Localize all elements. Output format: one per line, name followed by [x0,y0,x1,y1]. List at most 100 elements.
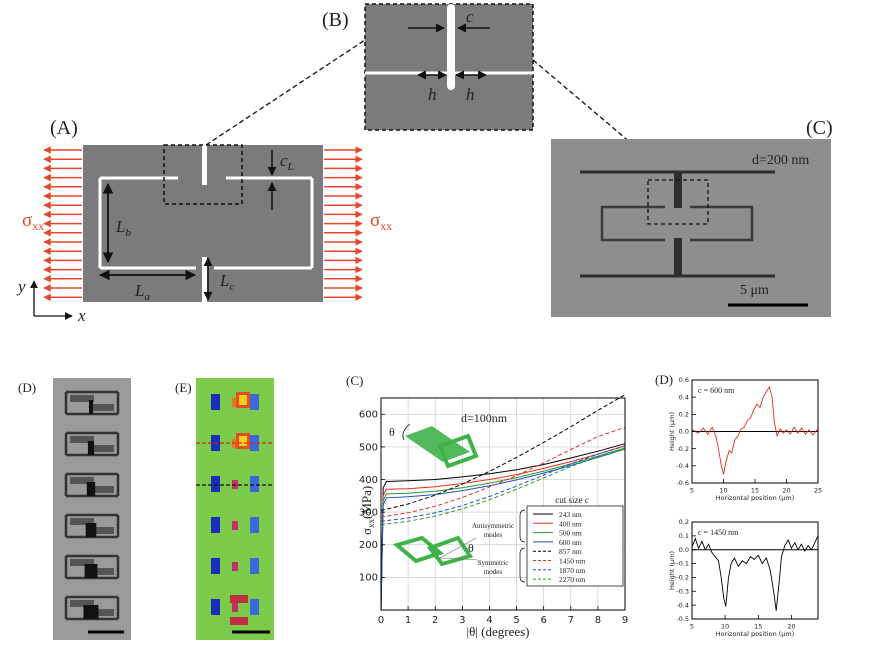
x-tick-label: 5 [513,615,519,626]
strip-cut [86,482,96,496]
x-tick-label: 1 [405,615,411,626]
legend-bracket [519,509,526,543]
y-tick-label: -0.2 [676,445,689,453]
x-tick-label: 15 [754,623,762,631]
panel-e-heightmap: (E) [175,378,274,640]
map-blue-patch [211,394,220,410]
strip-frame [64,513,120,539]
profile-x-label: Horizontal position (μm) [716,494,795,502]
map-blue-patch [211,476,220,492]
x-tick-label: 20 [787,623,795,631]
bottom-cut [202,257,207,302]
map-red-patch [230,595,248,603]
strip-cell [90,527,114,534]
strip-cell [70,436,94,443]
legend-label: 1450 nm [559,557,586,566]
strip-cut [87,441,95,455]
sem-thickness: d=200 nm [752,153,809,168]
panel-e-label: (E) [175,380,192,395]
map-blue-patch [211,517,220,533]
series-line [380,448,626,525]
left-stress-arrows [43,146,82,301]
top-cut [202,145,207,185]
x-tick-label: 3 [459,615,465,626]
sem-scale-label: 5 μm [740,283,769,298]
x-tick-label: 4 [486,615,492,626]
map-blue-patch [250,599,259,615]
map-blue-patch [211,599,220,615]
strip-cell [70,395,94,402]
y-tick-label: -0.5 [676,615,689,623]
series-line [380,443,626,611]
map-blue-patch [250,435,259,451]
legend-label: 243 nm [559,510,582,519]
series-line [691,385,819,475]
b-c-label: c [466,7,474,26]
right-stress-arrows [324,146,363,301]
y-tick-label: 0.1 [679,532,689,540]
x-tick-label: 8 [595,615,601,626]
legend-label: 1870 nm [559,566,586,575]
series-line [380,394,626,511]
sigma-right: σxx [370,210,392,233]
strip-structures [64,390,120,621]
sem-zoom-box [647,179,709,225]
y-tick-label: 0.0 [679,428,689,436]
theta-arc [402,423,411,441]
x-tick-label: 5 [690,623,694,631]
strip-cell [70,559,94,566]
profile-y-label: Height (μm) [668,412,676,451]
legend-box [526,505,624,587]
profile-title: c = 1450 nm [698,528,739,537]
series-line [691,535,819,611]
legend-group-label: Antisymmetric [472,522,514,530]
panel-b-label: (B) [322,9,349,31]
legend-label: 857 nm [559,547,582,556]
strip-cell [90,609,114,616]
y-tick-label: -0.1 [676,560,689,568]
y-tick-label: 400 [359,475,378,486]
strip-cut [83,605,99,619]
x-tick-label: 25 [814,487,822,495]
strip-frame [64,554,120,580]
map-red-patch [230,617,248,625]
y-axis-label: σxx(MPa) [359,486,376,535]
strip-cell [90,404,114,411]
dim-lb: Lb [115,217,131,239]
strip-cut [85,523,97,537]
series-line [380,448,626,611]
zoom-box [163,144,243,205]
y-tick-label: -0.4 [676,601,689,609]
x-tick-label: 20 [782,487,790,495]
legend-label: 2270 nm [559,575,586,584]
legend-group-label: modes [484,531,503,539]
panel-b: (B) c h h [205,3,678,183]
legend-label: 400 nm [559,519,582,528]
strip-cell [70,600,94,607]
y-tick-label: 100 [359,573,378,584]
symmetric-shape-frame [426,535,474,567]
theta-label: θ [389,425,395,439]
map-red-patch [232,398,238,407]
plot-frame [691,521,819,620]
sem-frame [600,205,754,242]
strip-cut [89,400,93,414]
x-tick-label: 2 [432,615,438,626]
panel-d-right-label: (D) [655,372,673,387]
y-tick-label: -0.3 [676,587,689,595]
y-tick-label: 0.4 [679,393,689,401]
strip-frame [64,595,120,621]
x-tick-label: 9 [622,615,628,626]
x-axis-label: |θ| (degrees) [466,624,529,639]
y-axis-label-sub: xx [366,518,376,528]
x-tick-label: 6 [540,615,546,626]
y-tick-label: 0.2 [679,518,689,526]
chart-title: d=100nm [461,411,508,425]
dim-cl: cL [280,151,294,173]
panel-a: (A) Lb La Lc cL σxx σxx y x [16,117,392,325]
map-hot-core [239,436,247,446]
